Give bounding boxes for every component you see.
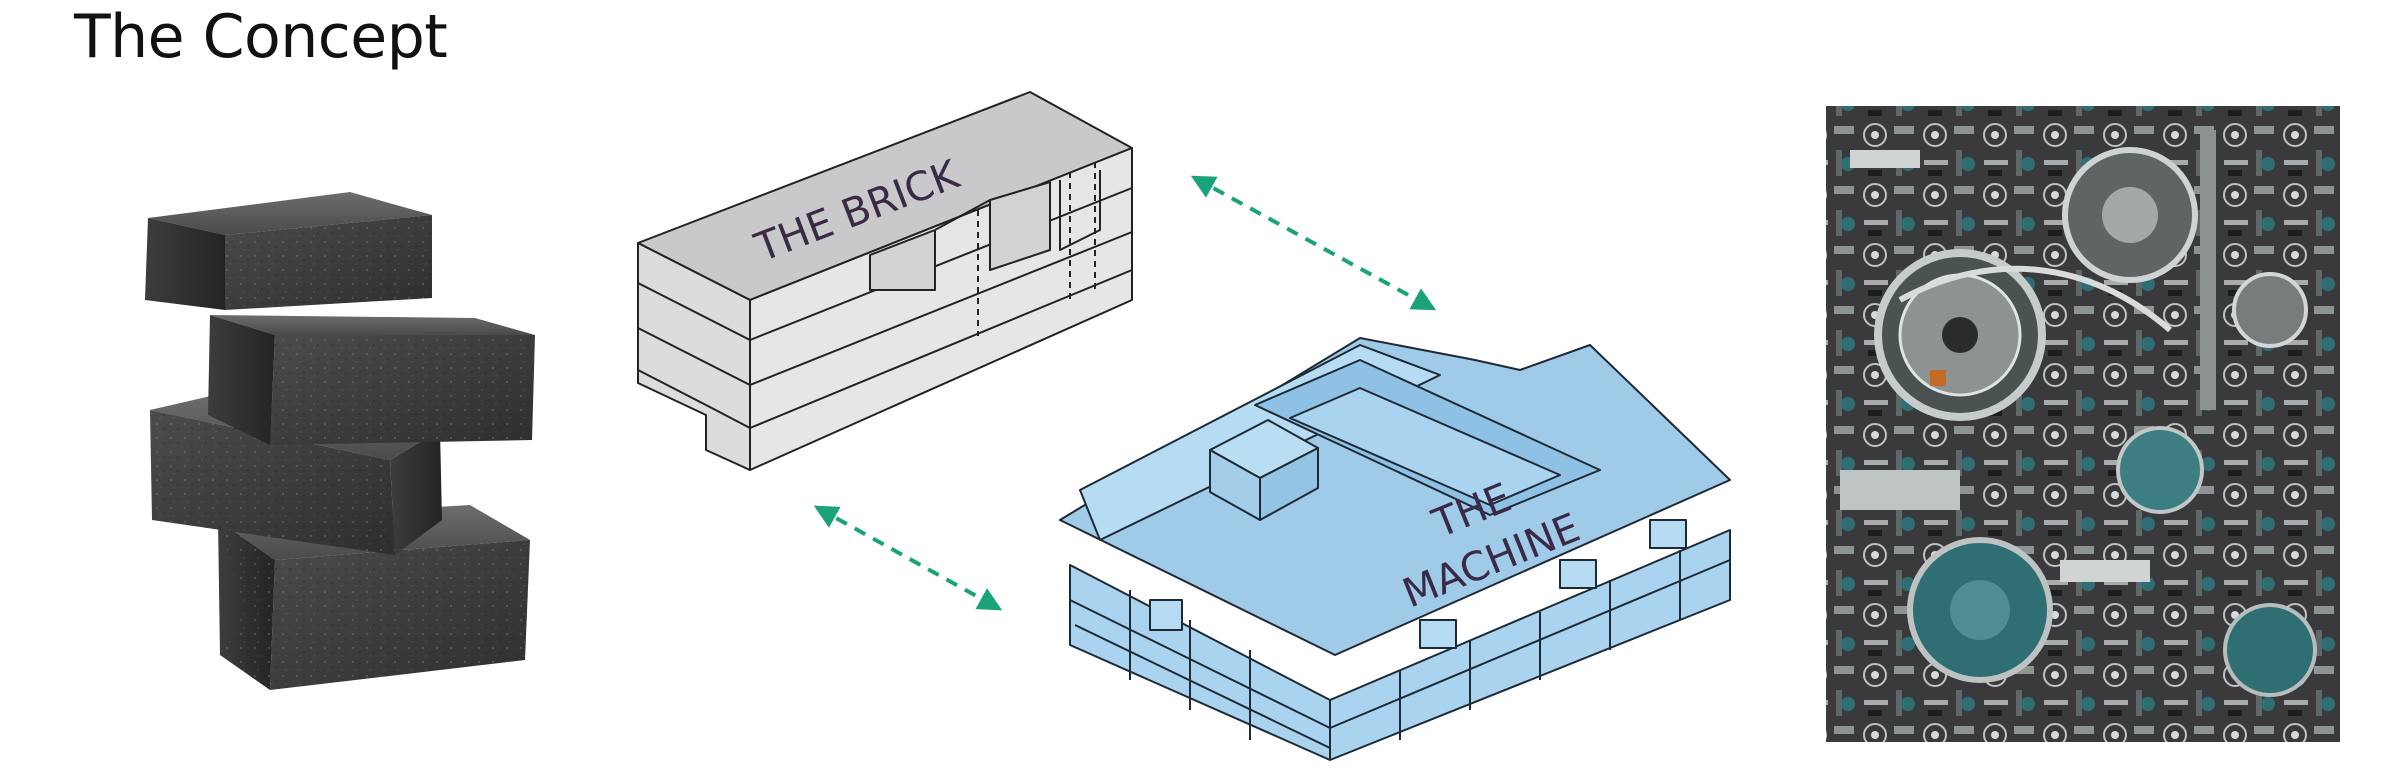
brick-stack-photo xyxy=(145,192,535,690)
brick-second xyxy=(208,315,535,445)
machinery-collage-image xyxy=(1826,106,2340,742)
brick-top xyxy=(145,192,432,310)
brick-building-model xyxy=(637,91,1133,471)
double-headed-dashed-arrow-icon xyxy=(813,505,1003,611)
page-title: The Concept xyxy=(74,2,448,72)
brick-bottom xyxy=(218,505,530,690)
double-headed-dashed-arrow-icon xyxy=(1190,175,1437,311)
machine-building-model xyxy=(1059,337,1731,761)
